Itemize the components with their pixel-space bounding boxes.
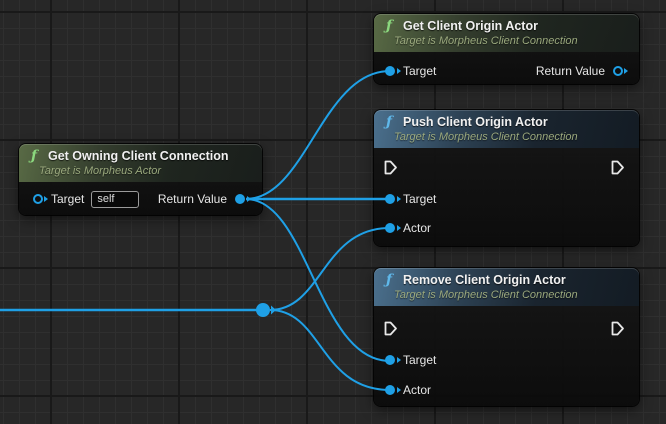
exec-output-pin[interactable] (611, 321, 625, 336)
node-subtitle: Target is Morpheus Client Connection (394, 131, 578, 143)
return-value-output-pin[interactable] (235, 194, 251, 204)
node-subtitle: Target is Morpheus Client Connection (394, 289, 578, 301)
node-remove-client-origin-actor[interactable]: ƒ Remove Client Origin Actor Target is M… (374, 268, 639, 406)
exec-output-pin[interactable] (611, 160, 625, 175)
node-title: Remove Client Origin Actor (403, 273, 566, 287)
wire-reroute-to-push-actor[interactable] (269, 227, 391, 311)
wire-return-to-getclient-target[interactable] (245, 70, 391, 200)
node-push-client-origin-actor[interactable]: ƒ Push Client Origin Actor Target is Mor… (374, 110, 639, 246)
node-title: Get Client Origin Actor (403, 19, 538, 33)
wire-return-to-remove-target[interactable] (245, 198, 391, 362)
node-title: Push Client Origin Actor (403, 115, 548, 129)
function-icon: ƒ (386, 272, 393, 288)
node-header[interactable]: ƒ Get Client Origin Actor Target is Morp… (374, 14, 639, 52)
node-subtitle: Target is Morpheus Client Connection (394, 35, 578, 47)
return-value-pin-label: Return Value (535, 64, 605, 78)
target-self-field[interactable] (91, 190, 140, 208)
target-pin-label: Target (51, 192, 85, 206)
exec-input-pin[interactable] (384, 321, 398, 336)
return-value-pin-label: Return Value (157, 192, 227, 206)
node-header[interactable]: ƒ Push Client Origin Actor Target is Mor… (374, 110, 639, 148)
function-icon: ƒ (386, 114, 393, 130)
node-header[interactable]: ƒ Remove Client Origin Actor Target is M… (374, 268, 639, 306)
node-get-client-origin-actor[interactable]: ƒ Get Client Origin Actor Target is Morp… (374, 14, 639, 84)
actor-pin-label: Actor (403, 383, 432, 397)
node-title: Get Owning Client Connection (48, 149, 229, 163)
target-pin-label: Target (403, 353, 437, 367)
target-input-pin[interactable] (33, 194, 48, 204)
wire-reroute-to-remove-actor[interactable] (269, 309, 391, 391)
function-icon: ƒ (31, 148, 38, 164)
exec-input-pin[interactable] (384, 160, 398, 175)
target-pin-label: Target (403, 64, 437, 78)
return-value-output-pin[interactable] (613, 66, 628, 76)
node-header[interactable]: ƒ Get Owning Client Connection Target is… (19, 144, 262, 182)
actor-pin-label: Actor (403, 221, 432, 235)
function-icon: ƒ (386, 18, 393, 34)
node-get-owning-client-connection[interactable]: ƒ Get Owning Client Connection Target is… (19, 144, 262, 215)
target-pin-label: Target (403, 192, 437, 206)
node-subtitle: Target is Morpheus Actor (39, 165, 162, 177)
